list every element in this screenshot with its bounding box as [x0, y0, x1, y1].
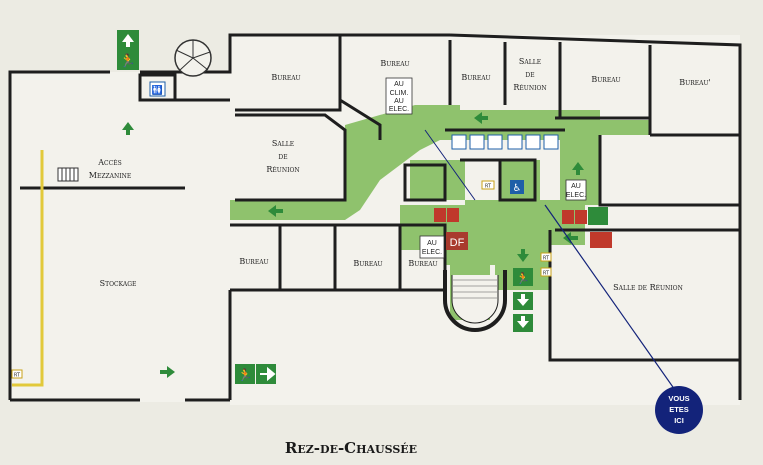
floor-left: [10, 72, 230, 402]
svg-text:RT: RT: [543, 271, 550, 277]
svg-text:ELEC.: ELEC.: [566, 192, 586, 199]
svg-text:AU: AU: [427, 240, 437, 247]
svg-text:RT: RT: [543, 256, 550, 262]
pointer-line: [544, 204, 676, 391]
arrow-left-icon: [268, 205, 283, 217]
svg-text:VOUS: VOUS: [668, 394, 689, 403]
exit-sign-top: 🏃: [117, 30, 139, 70]
rt-tags: RT RT RT RT: [11, 180, 552, 379]
evac-point-icon: [588, 207, 608, 225]
arrow-up-icon: [122, 122, 134, 135]
exit-sign-bottom-left: 🏃: [235, 364, 276, 384]
stair-wall: [443, 270, 507, 332]
room-salle-2-l2: de: [278, 152, 287, 161]
svg-text:AU: AU: [394, 81, 404, 88]
arrow-down-icon: [517, 249, 529, 262]
elec-tag-center: AU ELEC.: [565, 179, 587, 201]
fire-extinguisher-icon: [434, 208, 446, 222]
df-sign: DF: [446, 232, 468, 250]
svg-text:RT: RT: [14, 373, 21, 379]
fire-hose-icon: [575, 210, 587, 224]
arrow-left-icon: [474, 112, 488, 124]
fire-hose-icon: [590, 232, 612, 248]
room-bureau-4: Bureau: [591, 75, 620, 84]
floor-title: Rez-de-Chaussée: [285, 439, 417, 457]
stair-steps: [452, 279, 498, 299]
arrow-right-icon: [160, 366, 175, 378]
room-bureau-6: Bureau: [239, 257, 268, 266]
room-bureau-1: Bureau: [271, 73, 300, 82]
yellow-marking: [12, 150, 44, 387]
arrow-left-icon: [563, 232, 578, 244]
room-bureau-2: Bureau: [380, 59, 409, 68]
svg-text:ELEC.: ELEC.: [389, 106, 409, 113]
room-bureau-8: Bureau: [408, 259, 437, 268]
arrow-up-icon: [572, 162, 584, 175]
pointer-line-2: [424, 129, 476, 201]
toilet-icon: 🚻: [149, 81, 166, 97]
exit-sign-icon: 🏃: [516, 272, 530, 285]
room-salle-3: Salle de Réunion: [613, 283, 683, 292]
fire-extinguisher-icon: [562, 210, 574, 224]
evac-arrows: [122, 112, 584, 378]
elec-tag-bottom: AU ELEC.: [419, 235, 445, 259]
room-salle-2-l1: Salle: [272, 139, 294, 148]
room-bureau-7: Bureau: [353, 259, 382, 268]
arrow-up-icon: [122, 34, 134, 47]
walls: [8, 33, 742, 402]
toilet-row: [451, 134, 559, 150]
room-stockage: Stockage: [100, 279, 137, 288]
svg-text:RT: RT: [485, 184, 492, 190]
svg-text:🚻: 🚻: [152, 84, 163, 96]
exit-sign-icon: 🏃: [120, 53, 136, 69]
mezzanine-stair-icon: [57, 167, 79, 182]
arrow-right-icon: [260, 366, 276, 382]
svg-text:CLIM.: CLIM.: [390, 90, 409, 97]
stair-inner: [451, 275, 499, 324]
exit-sign-bottom-center: 🏃: [513, 268, 533, 332]
clim-elec-tag: AU CLIM. AU ELEC.: [385, 77, 413, 115]
df-label: DF: [450, 237, 465, 249]
room-salle-1-l1: Salle: [519, 57, 541, 66]
arrow-down-icon: [517, 294, 529, 306]
fire-equipment: [434, 207, 612, 248]
exit-sign-icon: 🏃: [238, 368, 253, 382]
room-bureau-3: Bureau: [461, 73, 490, 82]
svg-text:ICI: ICI: [674, 416, 684, 425]
room-salle-1-l3: Réunion: [513, 83, 546, 92]
spiral-stair-icon: [174, 39, 212, 77]
room-salle-2-l3: Réunion: [266, 165, 299, 174]
you-are-here-marker: VOUS ETES ICI: [655, 386, 703, 434]
room-salle-1-l2: de: [525, 70, 534, 79]
svg-text:AU: AU: [394, 98, 404, 105]
room-acces-l1: Accès: [97, 158, 121, 167]
arrow-down-icon: [517, 316, 529, 328]
room-acces-l2: Mezzanine: [89, 171, 132, 180]
svg-text:♿: ♿: [513, 183, 522, 194]
fire-hose-icon: [447, 208, 459, 222]
room-bureau-5: Bureau': [679, 78, 710, 87]
svg-text:ETES: ETES: [669, 405, 689, 414]
room-labels: Bureau Bureau Bureau Salle de Réunion Bu…: [89, 57, 711, 292]
svg-text:AU: AU: [571, 183, 581, 190]
svg-text:ELEC.: ELEC.: [422, 249, 442, 256]
wheelchair-icon: ♿: [510, 180, 524, 194]
